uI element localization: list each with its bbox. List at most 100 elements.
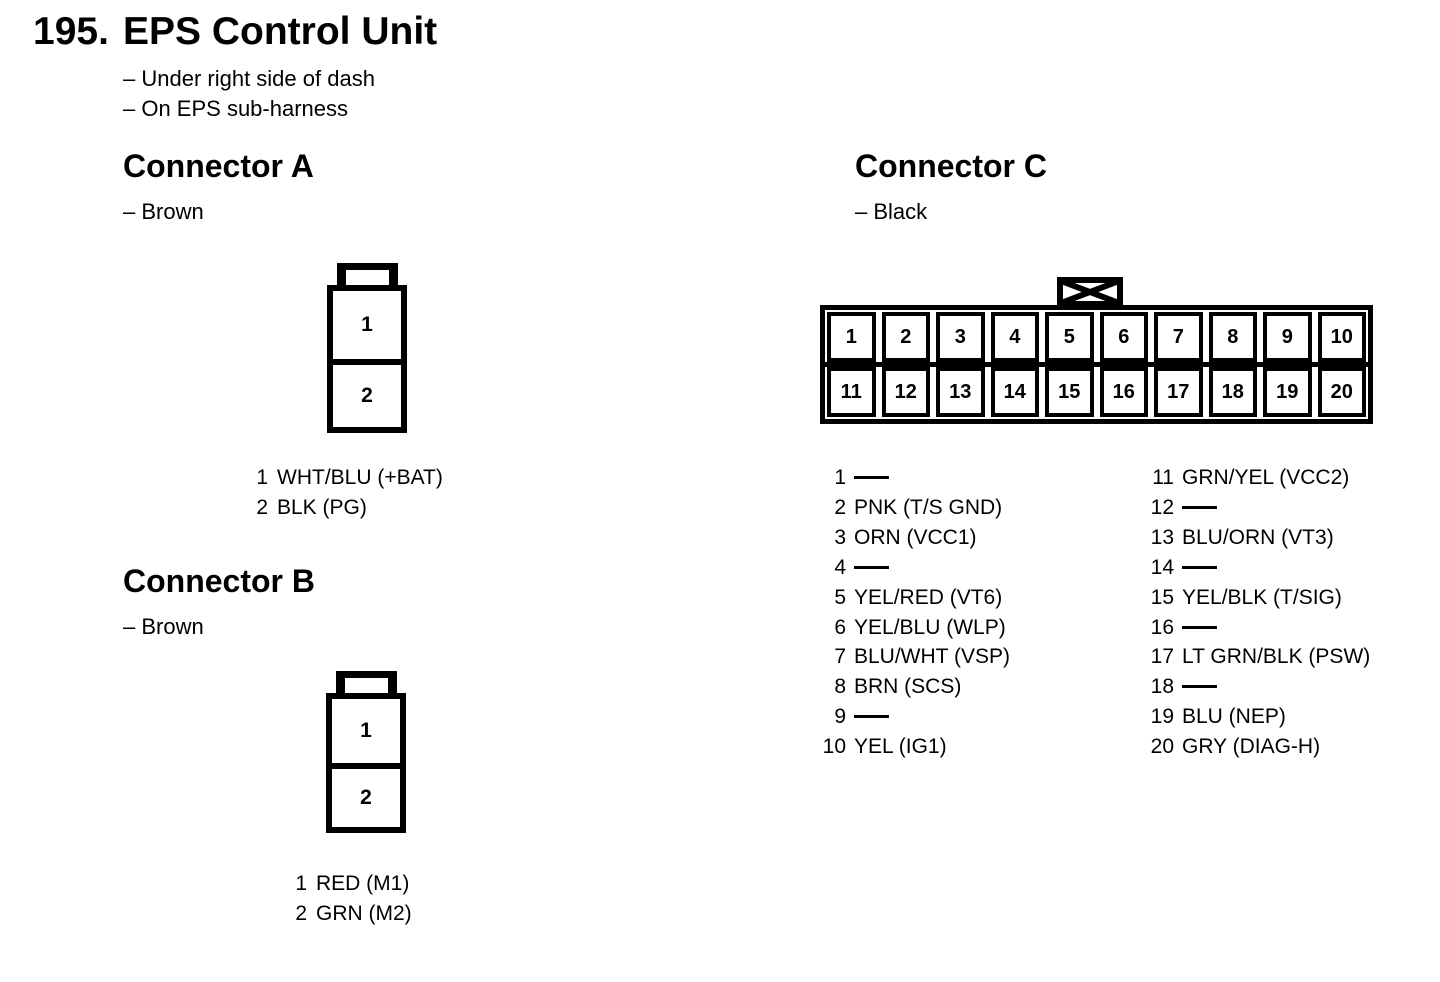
pin-number: 12 [894,380,917,403]
connector-b-body: 1 2 [326,693,406,833]
pin-number: 2 [360,786,372,809]
legend-pin-label [854,556,889,579]
legend-pin-label: YEL/BLU (WLP) [854,615,1006,639]
pin-cell: 13 [936,367,985,417]
pin-cell: 11 [827,367,876,417]
pin-row-top: 1 2 3 4 5 6 7 8 9 10 [827,312,1366,362]
pin-cell: 8 [1208,312,1257,362]
location-notes: – Under right side of dash – On EPS sub-… [123,64,375,124]
legend-pin-number: 15 [1150,585,1174,609]
pin-number: 1 [360,719,372,742]
legend-pin-number: 9 [834,705,846,729]
connector-b-drawing: 1 2 [326,671,406,833]
connector-b-heading: Connector B [123,563,315,599]
pin-number: 1 [845,325,857,348]
pin-cell: 1 [332,699,400,763]
legend-pin-number: 8 [834,675,846,699]
pin-number: 2 [900,325,912,348]
legend-pin-label [1182,675,1217,698]
legend-row: 1 RED (M1) [295,869,412,899]
pin-cell: 9 [1263,312,1312,362]
pin-cell: 16 [1099,367,1148,417]
connector-b-legend: 1 RED (M1) 2 GRN (M2) [295,869,412,929]
legend-row: 2 GRN (M2) [295,899,412,929]
legend-pin-number: 7 [834,645,846,669]
section-number: 195. [33,10,109,53]
note-sub-harness: – On EPS sub-harness [123,96,349,121]
legend-row: 1 [820,463,1010,493]
connector-latch-tab [336,263,398,285]
connector-latch-tab [335,671,397,693]
connector-c-drawing: 1 2 3 4 5 6 7 8 9 10 [820,277,1373,424]
legend-pin-number: 20 [1150,735,1174,759]
pin-cell: 4 [990,312,1039,362]
legend-row: 14 [1148,553,1370,583]
connector-c-color-note: – Black [855,199,928,224]
pin-cell: 14 [990,367,1039,417]
legend-row: 8 BRN (SCS) [820,672,1010,702]
legend-pin-number: 1 [256,466,268,489]
legend-pin-number: 13 [1150,525,1174,549]
legend-pin-number: 2 [834,495,846,519]
legend-pin-label [854,705,889,728]
pin-cell: 3 [936,312,985,362]
pin-cell: 2 [332,763,400,827]
legend-pin-label: GRN/YEL (VCC2) [1182,466,1350,489]
pin-cell: 15 [1045,367,1094,417]
legend-pin-label: RED (M1) [316,872,410,895]
pin-number: 20 [1330,380,1353,403]
legend-pin-number: 6 [834,615,846,639]
legend-row: 4 [820,553,1010,583]
legend-row: 9 [820,702,1010,732]
row-divider [825,362,1368,367]
legend-pin-label [854,466,889,489]
legend-pin-number: 2 [295,902,307,925]
page-heading: 195.EPS Control Unit [33,12,437,51]
pin-cell: 17 [1154,367,1203,417]
pin-cell: 20 [1317,367,1366,417]
legend-pin-number: 18 [1150,675,1174,699]
pin-number: 10 [1330,325,1353,348]
legend-pin-label: BLK (PG) [277,496,367,519]
pin-number: 2 [361,384,373,407]
pin-cell: 18 [1208,367,1257,417]
legend-row: 12 [1148,493,1370,523]
pin-cell: 10 [1317,312,1366,362]
legend-pin-number: 16 [1150,615,1174,639]
legend-pin-number: 4 [834,555,846,579]
connector-a-color-note: – Brown [123,199,204,224]
legend-pin-number: 2 [256,496,268,519]
legend-pin-number: 1 [295,872,307,895]
pin-number: 6 [1118,325,1130,348]
pin-cell: 2 [333,359,401,427]
legend-pin-label: YEL/RED (VT6) [854,585,1003,609]
pin-number: 5 [1063,325,1075,348]
legend-pin-label: LT GRN/BLK (PSW) [1182,645,1371,669]
legend-pin-label: PNK (T/S GND) [854,495,1003,519]
legend-row: 18 [1148,672,1370,702]
pin-number: 14 [1003,380,1026,403]
legend-pin-number: 5 [834,585,846,609]
legend-row: 5 YEL/RED (VT6) [820,583,1010,613]
legend-pin-label: GRN (M2) [316,902,412,925]
legend-row: 2 PNK (T/S GND) [820,493,1010,523]
legend-pin-number: 3 [834,525,846,549]
pin-cell: 1 [333,291,401,359]
pin-number: 1 [361,313,373,336]
pin-cell: 1 [827,312,876,362]
connector-a-heading: Connector A [123,148,314,184]
pin-number: 15 [1058,380,1081,403]
pin-cell: 12 [881,367,930,417]
legend-pin-label: BRN (SCS) [854,675,962,699]
pin-number: 11 [840,380,862,403]
pin-number: 8 [1227,325,1239,348]
